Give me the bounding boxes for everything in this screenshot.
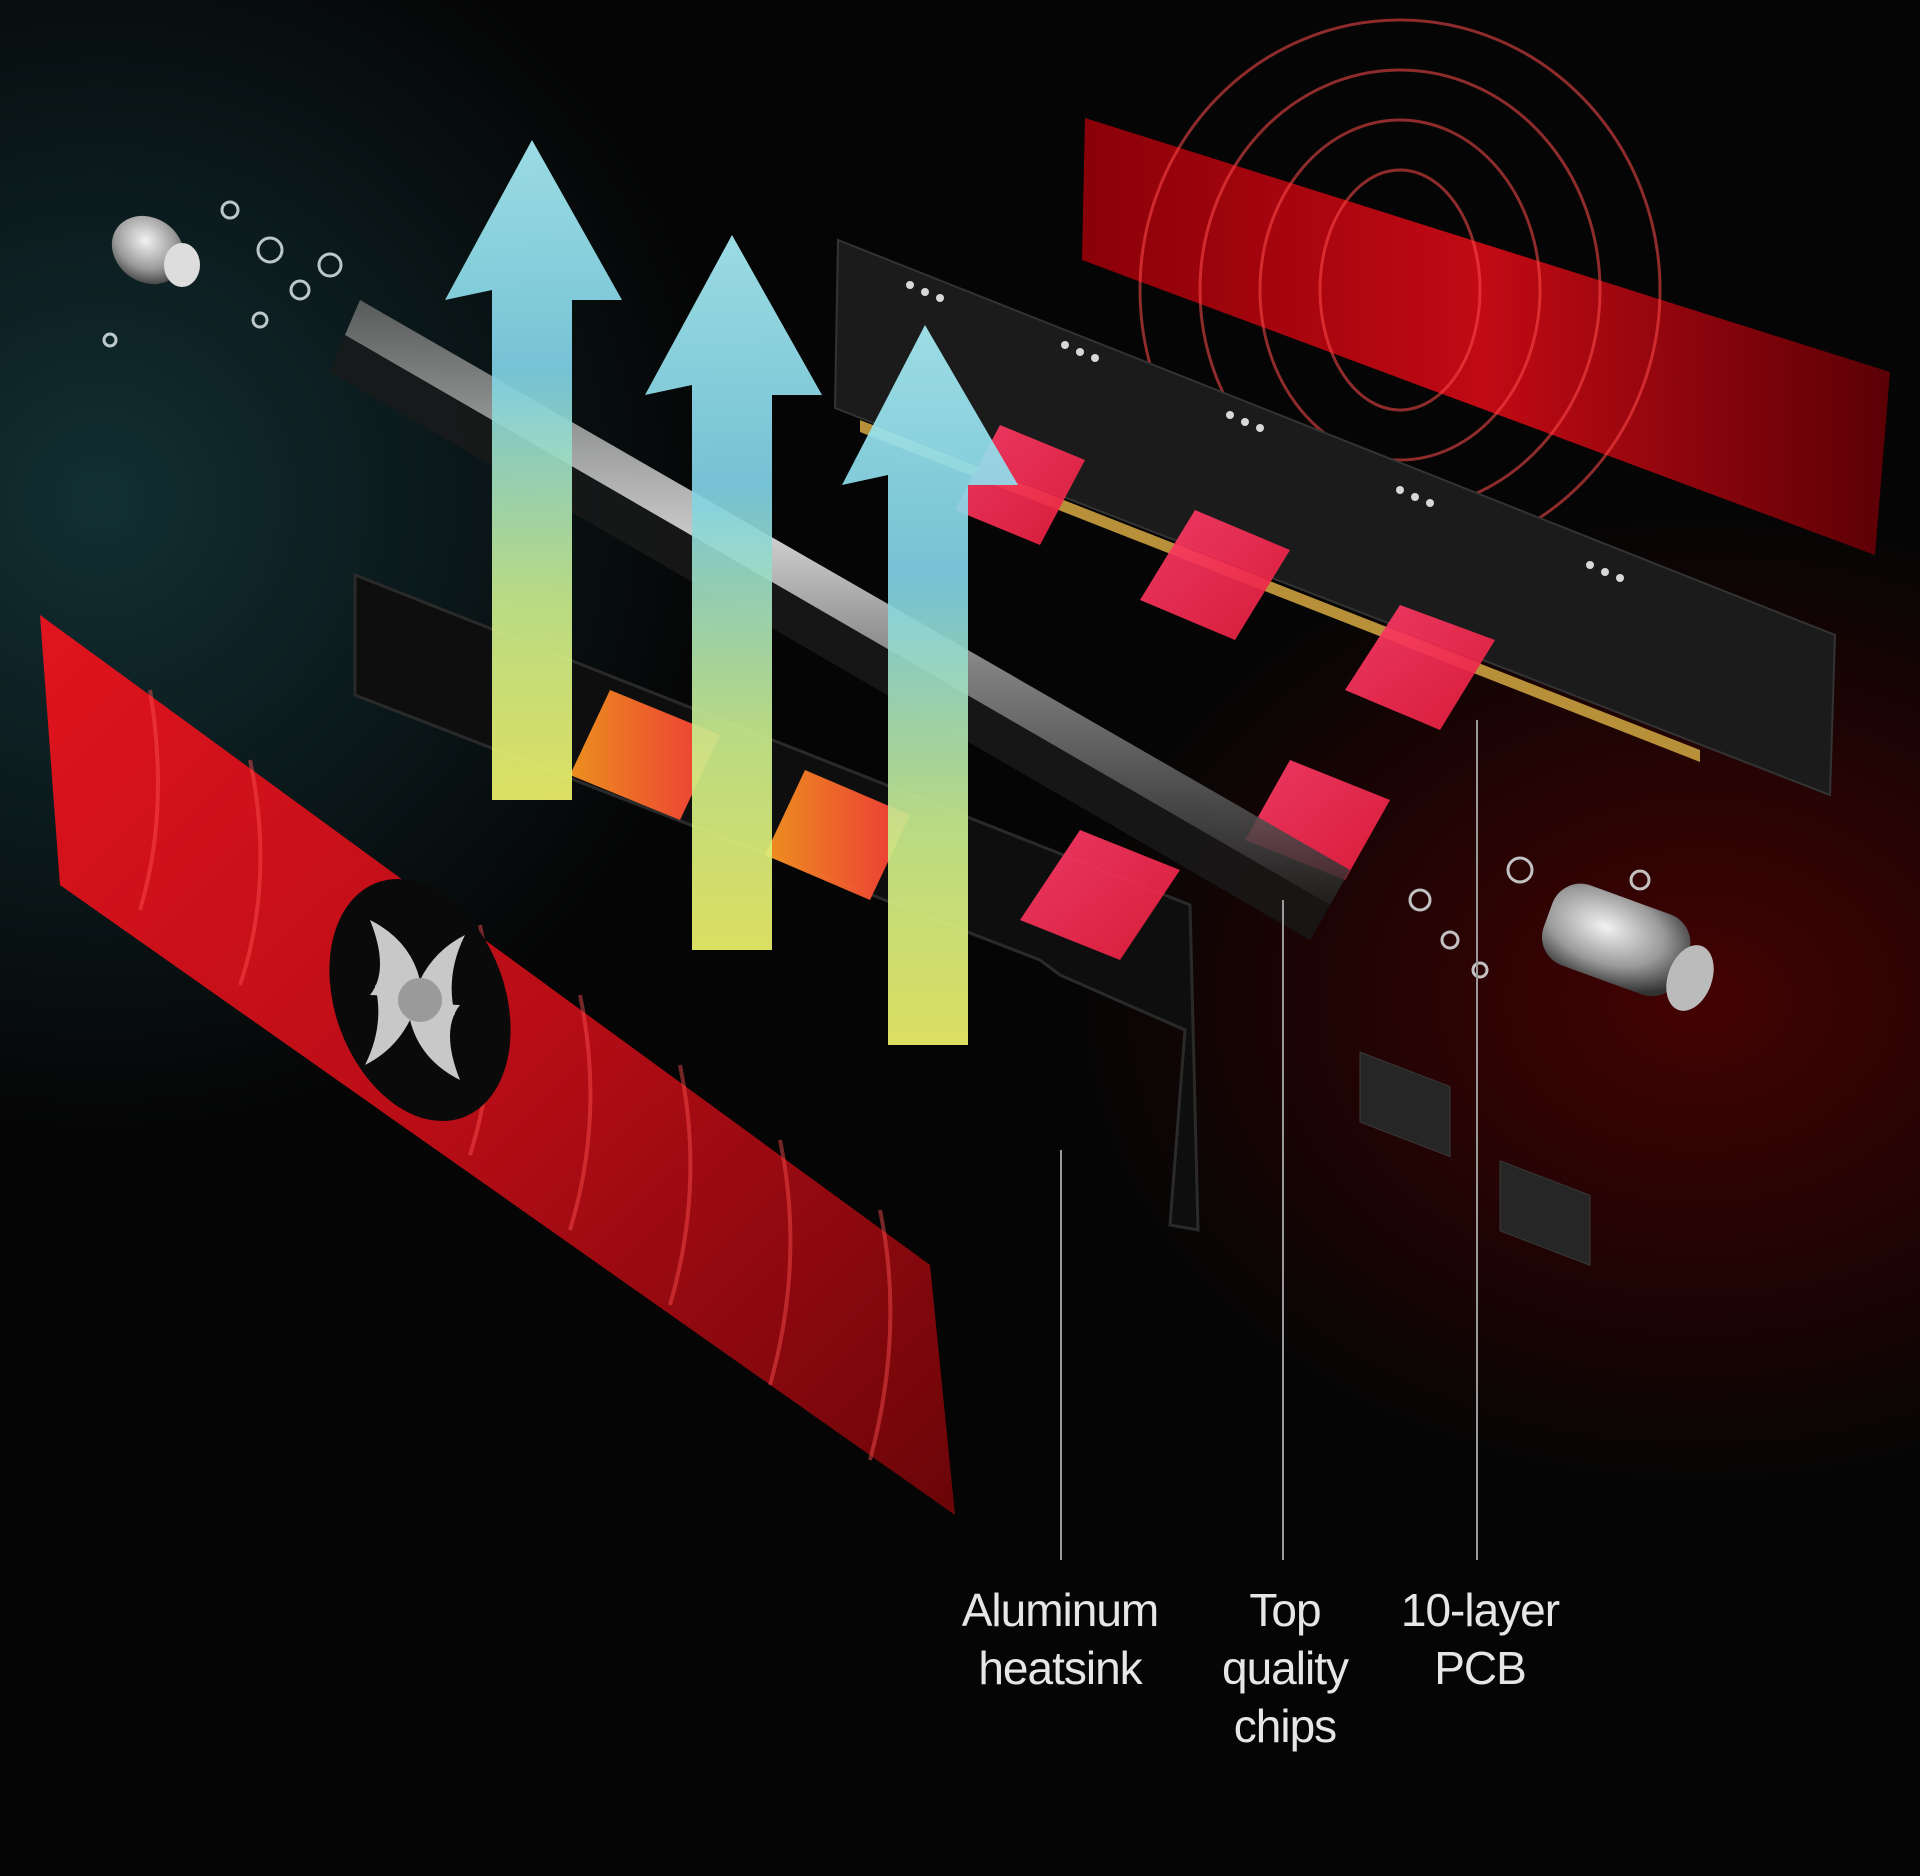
label-10-layer-pcb: 10-layer PCB — [1375, 1581, 1585, 1697]
end-cap-left — [111, 215, 200, 287]
heat-arrows — [445, 140, 1018, 1045]
label-line: Top — [1249, 1584, 1321, 1636]
light-bar — [330, 300, 1350, 940]
end-cap-right — [1541, 883, 1714, 1011]
water-splash — [102, 200, 1651, 979]
label-line: heatsink — [978, 1642, 1142, 1694]
pcb-board — [833, 238, 1837, 1267]
label-line: 10-layer — [1400, 1584, 1560, 1636]
callout-line-heatsink — [1060, 1150, 1062, 1560]
callout-line-pcb — [1476, 720, 1478, 1560]
label-line: PCB — [1434, 1642, 1527, 1694]
label-top-quality-chips: Top quality chips — [1195, 1581, 1375, 1755]
front-heatsink — [40, 615, 955, 1515]
heat-bands — [570, 425, 1495, 960]
label-line: Aluminum — [961, 1584, 1160, 1636]
tribal-logo-icon — [365, 920, 465, 1080]
label-aluminum-heatsink: Aluminum heatsink — [940, 1581, 1180, 1697]
label-line: chips — [1233, 1700, 1337, 1752]
callout-line-chips — [1282, 900, 1284, 1560]
label-line: quality — [1222, 1642, 1349, 1694]
